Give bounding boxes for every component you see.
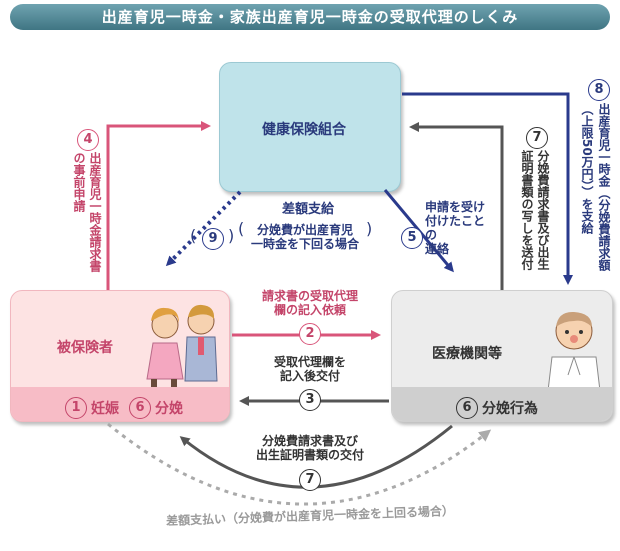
step-number-2: 2 xyxy=(299,323,321,345)
step-7-deliver-text-line1: 分娩費請求書及び xyxy=(261,434,358,448)
hiho-footer xyxy=(11,387,229,421)
step-9-text-line2: 一時金を下回る場合 xyxy=(250,237,359,251)
node-iryo-kikan: 医療機関等 6 分娩行為 xyxy=(391,290,613,422)
step-3-text-line2: 記入後交付 xyxy=(279,369,340,383)
step-9-title: 差額支給 xyxy=(281,202,334,217)
step-number-6: 6 xyxy=(129,397,151,419)
step-number-7-deliver: 7 xyxy=(299,469,321,491)
step-5-text: 申請を受け 付けたことの 連絡 xyxy=(425,200,495,256)
node-label: 医療機関等 xyxy=(432,346,502,362)
arrow-difference-payment xyxy=(107,422,492,506)
step-7-deliver-text-line2: 出生証明書類の交付 xyxy=(255,448,364,462)
step-7-send-text-col2: 証明書類の写しを送付 xyxy=(520,150,534,270)
step-3-text-line1: 受取代理欄を xyxy=(273,355,346,369)
step-2-text-line2: 欄の記入依頼 xyxy=(273,303,346,317)
arrow-step-8 xyxy=(402,92,573,285)
bracket-close: ) xyxy=(366,219,373,238)
step-number-4: 4 xyxy=(77,129,99,151)
step-number-1: 1 xyxy=(65,397,87,419)
step-8-text-col2: （上限50万円））を支給 xyxy=(580,103,594,234)
step-5-text-line2: 付けたことの xyxy=(425,214,486,242)
step-4-text-col1: 出産育児一時金請求書 xyxy=(88,152,102,272)
node-kenko-hoken-kumiai: 健康保険組合 xyxy=(219,62,401,192)
step-5-text-line3: 連絡 xyxy=(425,242,450,256)
iryo-footer xyxy=(392,387,612,421)
step-2-text: 請求書の受取代理 欄の記入依頼 xyxy=(242,289,378,317)
step-number-3: 3 xyxy=(299,389,321,411)
page-title: 出産育児一時金・家族出産育児一時金の受取代理のしくみ xyxy=(10,4,610,30)
step-3-text: 受取代理欄を 記入後交付 xyxy=(244,355,376,383)
step-9-text-line1: 分娩費が出産育児 xyxy=(256,223,353,237)
step-5-text-line1: 申請を受け xyxy=(425,200,486,214)
step-4-text-col2: の事前申請 xyxy=(72,152,86,212)
bracket-open: ( xyxy=(238,219,245,238)
step-number-9: 9 xyxy=(202,228,224,250)
paren-open: ( xyxy=(190,226,197,245)
node-label: 被保険者 xyxy=(57,340,113,356)
arrow-step-9 xyxy=(165,190,242,267)
step-7-deliver-text: 分娩費請求書及び 出生証明書類の交付 xyxy=(234,434,386,462)
step-2-text-line1: 請求書の受取代理 xyxy=(261,289,358,303)
node-label: 健康保険組合 xyxy=(262,122,346,138)
node-hihokensha: 被保険者 1 妊娠 6 分娩 xyxy=(10,290,230,422)
couple-illustration xyxy=(146,304,218,387)
paren-close: ) xyxy=(228,226,235,245)
arrow-step-4 xyxy=(106,121,211,290)
step-9-text: 分娩費が出産育児 一時金を下回る場合 xyxy=(244,223,366,251)
step-number-8: 8 xyxy=(588,79,610,101)
step-number-6: 6 xyxy=(456,397,478,419)
step-label-bunben-koui: 分娩行為 xyxy=(482,401,538,417)
step-7-send-text-col1: 分娩費請求書及び出生 xyxy=(536,150,550,270)
step-number-7-send: 7 xyxy=(526,127,548,149)
step-number-5: 5 xyxy=(401,227,423,249)
arrow-step-7-send xyxy=(409,122,504,290)
step-label-ninshin: 妊娠 xyxy=(91,401,119,417)
doctor-illustration xyxy=(547,311,601,391)
step-8-text-col1: 出産育児一時金（分娩費請求額 xyxy=(597,103,611,271)
step-label-bunben: 分娩 xyxy=(155,401,183,417)
